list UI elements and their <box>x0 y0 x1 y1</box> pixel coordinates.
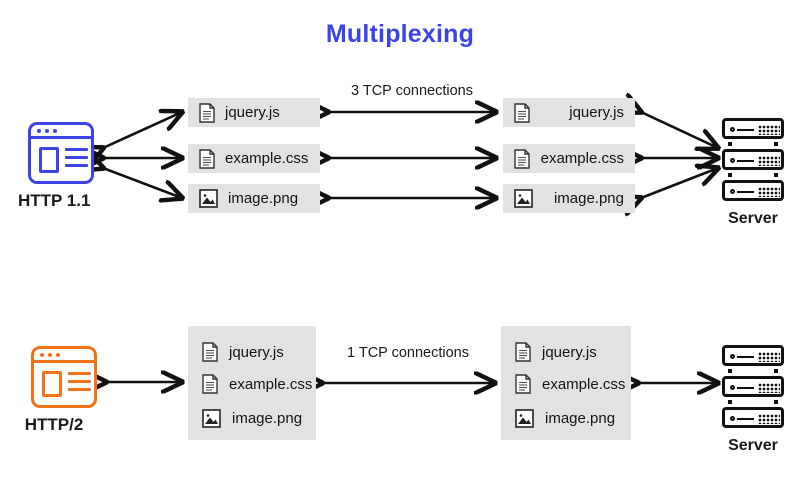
server-rack-foot <box>722 400 784 404</box>
file-label: jquery.js <box>542 343 597 361</box>
document-icon <box>515 374 531 394</box>
http2-server-label: Server <box>728 437 778 454</box>
file-label: example.css <box>542 375 626 393</box>
file-label: image.png <box>228 190 299 207</box>
http11-left-file-0: jquery.js <box>188 98 320 127</box>
http11-server-label: Server <box>728 210 778 227</box>
server-rack-icon <box>722 345 784 428</box>
http11-client-label: HTTP 1.1 <box>18 191 91 210</box>
http11-connections-label: 3 TCP connections <box>351 83 473 99</box>
document-icon <box>202 342 218 362</box>
file-label: jquery.js <box>225 104 280 121</box>
file-label: jquery.js <box>229 343 284 361</box>
page-title: Multiplexing <box>325 20 475 48</box>
browser-window-icon <box>28 122 94 184</box>
server-rack-unit <box>722 118 784 139</box>
http2-client: HTTP/2 <box>25 346 97 435</box>
document-icon <box>202 374 218 394</box>
http11-client: HTTP 1.1 <box>18 122 94 211</box>
http2-right-file-0: jquery.js <box>515 340 597 364</box>
http2-left-file-0: jquery.js <box>202 340 284 364</box>
browser-titlebar <box>31 125 91 139</box>
server-rack-unit <box>722 407 784 428</box>
browser-lines-icon <box>65 148 88 172</box>
http11-left-file-1: example.css <box>188 144 320 173</box>
file-label: jquery.js <box>569 104 624 121</box>
document-icon <box>199 102 215 123</box>
http11-right-file-1: example.css <box>503 144 635 173</box>
file-label: image.png <box>553 190 624 207</box>
file-label: example.css <box>229 375 313 393</box>
server-rack-unit <box>722 149 784 170</box>
browser-lines-icon <box>68 372 91 396</box>
browser-window-icon <box>31 346 97 408</box>
server-rack-unit <box>722 376 784 397</box>
file-label: image.png <box>545 409 616 427</box>
http2-right-files-panel: jquery.js example.css image.png <box>501 326 631 440</box>
server-rack-unit <box>722 345 784 366</box>
http11-server: Server <box>722 118 784 228</box>
file-label: image.png <box>232 409 303 427</box>
http2-right-file-1: example.css <box>515 372 625 396</box>
server-rack-icon <box>722 118 784 201</box>
http2-server: Server <box>722 345 784 455</box>
file-label: example.css <box>225 150 309 167</box>
browser-titlebar <box>34 349 94 363</box>
http2-left-files-panel: jquery.js example.css image.png <box>188 326 316 440</box>
file-label: example.css <box>540 150 624 167</box>
document-icon <box>199 148 215 169</box>
browser-thumb-icon <box>42 371 62 397</box>
image-file-icon <box>202 408 221 428</box>
image-file-icon <box>199 189 218 208</box>
http2-left-file-2: image.png <box>202 406 302 430</box>
document-icon <box>515 342 531 362</box>
server-rack-unit <box>722 180 784 201</box>
image-file-icon <box>514 189 533 208</box>
server-rack-foot <box>722 142 784 146</box>
http11-left-file-2: image.png <box>188 184 320 213</box>
http11-right-file-2: image.png <box>503 184 635 213</box>
http2-right-file-2: image.png <box>515 406 615 430</box>
http2-connections-label: 1 TCP connections <box>347 345 469 361</box>
document-icon <box>514 102 530 123</box>
http2-left-file-1: example.css <box>202 372 312 396</box>
image-file-icon <box>515 408 534 428</box>
browser-thumb-icon <box>39 147 59 173</box>
server-rack-foot <box>722 173 784 177</box>
document-icon <box>514 148 530 169</box>
http2-client-label: HTTP/2 <box>24 415 84 434</box>
http11-right-file-0: jquery.js <box>503 98 635 127</box>
server-rack-foot <box>722 369 784 373</box>
